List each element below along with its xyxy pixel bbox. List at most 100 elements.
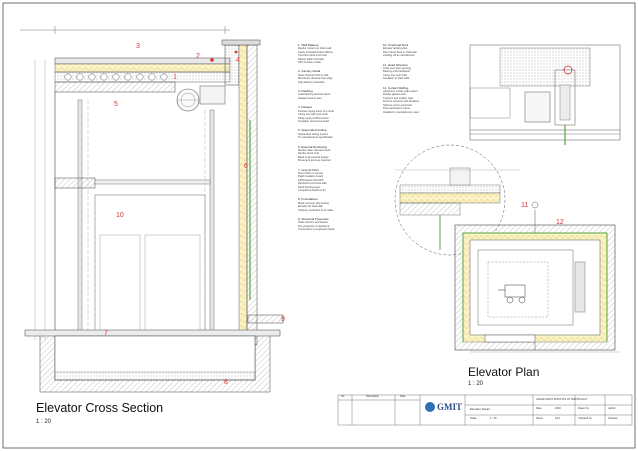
plan-title: Elevator Plan: [468, 365, 540, 379]
note-line: Insulation returned at head: [298, 119, 329, 123]
note-line: Cavity insulated board 100mm: [298, 50, 334, 54]
note-line: Render base coat and mesh: [298, 148, 331, 152]
note-line: Weep vents at 900 centres: [298, 116, 329, 120]
note-line: Mass concrete strip footing: [298, 201, 329, 205]
note-line: Insulation to lintel soffit: [383, 77, 410, 81]
note-line: Drip detail to underside: [298, 80, 325, 84]
tb-field-sheet-label: Sheet: [536, 417, 543, 420]
tb-field-date-label: Date: [536, 407, 542, 410]
tag-4: 4: [236, 57, 240, 64]
note-line: Render system on block wall: [298, 47, 332, 51]
note-line: Steel channel fixed to slab: [298, 73, 329, 77]
tb-col-date: Date: [400, 395, 406, 398]
key-plan-drawing: [469, 44, 621, 145]
note-heading: 11. Head Structure: [383, 62, 408, 67]
note-line: Landing sill to manufacturer: [383, 54, 415, 58]
plan-scale: 1 : 20: [468, 381, 484, 387]
tag-3: 3: [136, 43, 140, 50]
note-line: Lintel over door opening: [383, 67, 411, 71]
note-line: DPM lapped with DPC: [298, 178, 324, 182]
tag-8: 8: [224, 379, 228, 386]
tag-11: 11: [521, 202, 528, 209]
note-line: Cavity tray over lintel: [383, 73, 408, 77]
note-line: Fixed to structure with brackets: [383, 100, 419, 104]
tb-field-drawn-value: Author: [608, 407, 616, 410]
tag-2: 2: [196, 53, 200, 60]
logo-text: GMIT: [437, 402, 463, 412]
note-line: Bearing onto blockwork: [383, 70, 410, 74]
tb-field-checked-value: Checker: [608, 417, 618, 420]
tb-col-description: Description: [366, 395, 379, 398]
tb-field-drawn-label: Drawn by: [578, 407, 589, 410]
note-heading: 10. Overhead Door: [383, 43, 409, 47]
tag-5: 5: [114, 101, 118, 108]
note-line: Plaster finish internally: [298, 57, 324, 61]
tb-col-no: No.: [341, 395, 346, 398]
note-line: Aluminium curtain wall system: [383, 90, 418, 94]
tag-10: 10: [116, 212, 124, 219]
note-line: Suspended ceiling system: [298, 132, 329, 136]
note-line: Sand blinding layer: [298, 185, 321, 189]
section-title: Elevator Cross Section: [36, 401, 164, 415]
note-heading: 1. Wall Makeup: [298, 43, 319, 47]
note-heading: 7. Ground Floor: [298, 167, 320, 172]
note-line: Connections to engineers detail: [298, 228, 335, 232]
tb-project: Elevator Detail: [470, 407, 490, 411]
tag-6: 6: [244, 163, 248, 170]
note-heading: 2. Canopy Detail: [298, 69, 321, 74]
note-line: Thermal break to frame: [383, 107, 410, 111]
note-line: Elevator landing door: [383, 47, 408, 51]
note-line: Fire protection to steelwork: [298, 224, 330, 228]
tb-field-date-value: 2020: [555, 407, 561, 410]
note-line: Movement joints as required: [298, 159, 331, 163]
section-scale: 1 : 20: [36, 419, 52, 425]
note-line: Reinforced concrete slab: [298, 182, 327, 186]
tag-9: 9: [281, 316, 285, 323]
cross-section-drawing: [20, 26, 284, 393]
title-block-frame: [337, 394, 633, 426]
note-heading: 4. Parapet: [298, 105, 312, 110]
note-line: Tanking membrane to pit walls: [298, 208, 333, 212]
note-line: Rigid insulation board: [298, 175, 323, 179]
logo-mark-icon: [425, 402, 435, 412]
note-line: Elevator pit base slab: [298, 205, 323, 209]
note-line: Membrane dressed over edge: [298, 77, 333, 81]
note-line: Double glazed units: [383, 93, 406, 97]
note-heading: 8. Foundations: [298, 197, 318, 202]
note-heading: 5. Suspended Ceiling: [298, 128, 327, 133]
tb-field-sheet-value: A4-1: [555, 417, 561, 420]
wall-head-detail: [394, 144, 520, 256]
note-line: Floor finish on screed: [298, 171, 323, 175]
note-line: Bead to all external angles: [298, 155, 329, 159]
note-line: To manufacturers specification: [298, 136, 334, 140]
note-heading: 9. Structural Properties: [298, 217, 329, 222]
tb-field-checked-label: Checked by: [578, 417, 592, 420]
gmit-logo: GMIT: [423, 398, 463, 422]
note-line: Compacted hardcore fill: [298, 189, 326, 192]
note-line: Lead flashing dressed down: [298, 93, 331, 97]
note-heading: 12. Curtain Walling: [383, 85, 409, 90]
elevator-plan-drawing: [454, 201, 620, 353]
note-line: Precast coping stone on mortar: [298, 109, 335, 113]
tb-institution: GALWAY-MAYO INSTITUTE OF TECHNOLOGY: [536, 398, 588, 401]
note-heading: 6. External Rendering: [298, 144, 328, 149]
note-heading: 3. Flashing: [298, 89, 313, 94]
tag-7: 7: [104, 330, 108, 337]
note-line: DPC at base of wall: [298, 61, 321, 65]
tag-1: 1: [173, 74, 177, 81]
note-line: Transom and mullion caps: [383, 96, 414, 100]
note-line: Render finish coat: [298, 152, 319, 156]
note-line: Cavity tray with stop ends: [298, 113, 328, 117]
note-line: Concrete block inner leaf: [298, 54, 327, 58]
note-line: Installed to manufacturers spec: [383, 110, 420, 114]
note-line: Door frame fixed to shaft wall: [383, 50, 417, 54]
note-line: Steel columns and beams: [298, 221, 328, 225]
note-line: Sealant bead to joint: [298, 96, 322, 100]
note-line: Silicone seal to perimeter: [383, 103, 413, 107]
tb-field-scale-label: Scale: [470, 417, 477, 420]
tb-field-scale-value: 1 : 20: [490, 417, 497, 420]
tag-12: 12: [556, 219, 564, 226]
